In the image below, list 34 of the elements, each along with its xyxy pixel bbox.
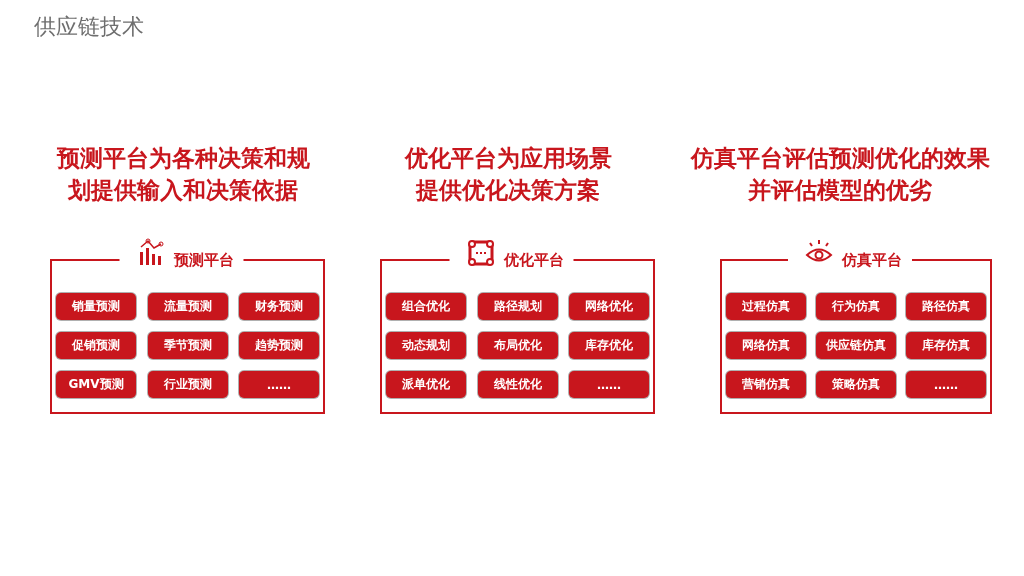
heading-text: 预测平台为各种决策和规划提供输入和决策依据 — [55, 144, 311, 205]
platform-item: 季节预测 — [147, 332, 228, 359]
platform-item: 趋势预测 — [239, 332, 319, 359]
platform-item: 供应链仿真 — [816, 332, 896, 359]
panel-title: 仿真平台 — [842, 251, 902, 269]
platform-item: 布局优化 — [477, 332, 558, 359]
platform-item: 销量预测 — [56, 293, 136, 320]
platform-item: 库存优化 — [569, 332, 649, 359]
platform-item: 线性优化 — [477, 371, 558, 398]
platform-item: 路径仿真 — [906, 293, 986, 320]
panel-title: 优化平台 — [503, 251, 564, 269]
platform-item: 过程仿真 — [726, 293, 806, 320]
platform-item: …… — [239, 371, 319, 398]
platform-item: 流量预测 — [147, 293, 228, 320]
platform-item: 派单优化 — [386, 371, 466, 398]
heading-text: 仿真平台评估预测优化的效果并评估模型的优劣 — [689, 144, 991, 205]
platform-item: 财务预测 — [239, 293, 319, 320]
platform-item: 组合优化 — [386, 293, 466, 320]
platform-item: 动态规划 — [386, 332, 466, 359]
platform-item: 网络优化 — [569, 293, 649, 320]
platform-item: GMV预测 — [56, 371, 136, 398]
platform-item: 营销仿真 — [726, 371, 806, 398]
heading-text: 优化平台为应用场景提供优化决策方案 — [403, 144, 613, 205]
platform-item: 库存仿真 — [906, 332, 986, 359]
platform-item: 网络仿真 — [726, 332, 806, 359]
slide-title: 供应链技术 — [34, 13, 144, 41]
platform-item: …… — [569, 371, 649, 398]
platform-item: 路径规划 — [477, 293, 558, 320]
platform-item: 行业预测 — [147, 371, 228, 398]
platform-item: 促销预测 — [56, 332, 136, 359]
panel-title: 预测平台 — [173, 251, 234, 269]
platform-item: 行为仿真 — [816, 293, 896, 320]
platform-item: 策略仿真 — [816, 371, 896, 398]
platform-item: …… — [906, 371, 986, 398]
